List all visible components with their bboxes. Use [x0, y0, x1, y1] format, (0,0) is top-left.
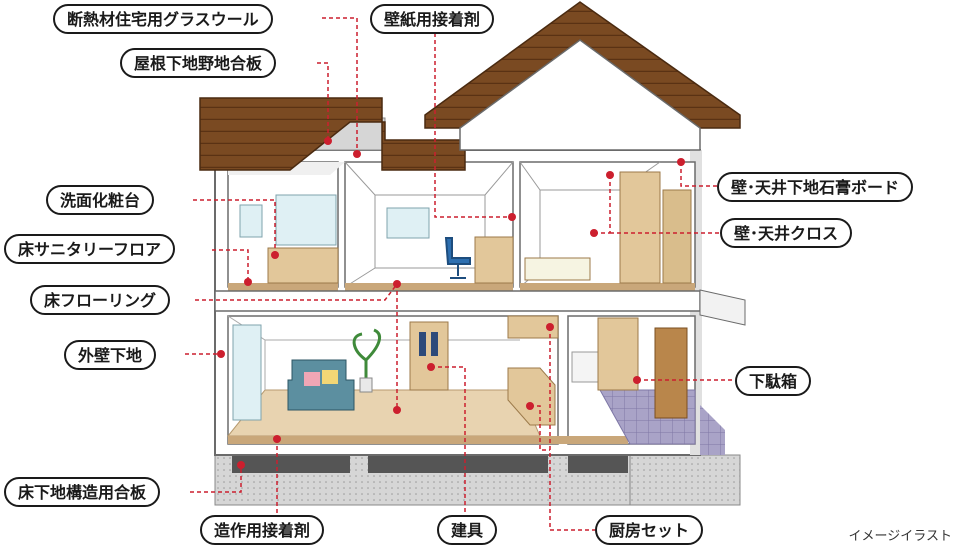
bathroom-window — [239, 204, 263, 238]
vanity-cabinet — [267, 247, 339, 284]
leader-sanitary-floor — [212, 249, 249, 282]
leader-subfloor — [190, 465, 242, 493]
shoe-cabinet — [597, 317, 639, 391]
sliding-window — [232, 324, 262, 421]
foundation-block-2 — [368, 455, 548, 473]
living-perspective — [227, 315, 520, 390]
upper-floor-band-1 — [228, 283, 338, 291]
vanity-mirror — [275, 194, 337, 246]
dot-sanitary-floor — [244, 278, 252, 286]
desk — [474, 236, 514, 284]
label-insulation: 断熱材住宅用グラスウール — [53, 4, 273, 34]
gable-wall — [459, 39, 701, 151]
bed — [524, 257, 591, 281]
closet — [619, 171, 661, 284]
dot-gypsum-board — [677, 158, 685, 166]
dot-exterior-wall — [217, 350, 225, 358]
dot-wallpaper-adhesive — [508, 213, 516, 221]
entrance-step-tile — [700, 405, 725, 455]
dot-kitchen-upper — [546, 323, 554, 331]
label-cloth: 壁･天井クロス — [720, 218, 853, 248]
closet-side — [662, 189, 692, 284]
leader-kitchen — [549, 327, 595, 531]
label-vanity: 洗面化粧台 — [46, 185, 155, 215]
sofa — [287, 359, 355, 411]
door — [409, 321, 449, 391]
dot-cloth — [590, 229, 598, 237]
label-sanitary-floor: 床サニタリーフロア — [4, 234, 176, 264]
living-floor — [226, 389, 541, 437]
label-fittings: 建具 — [437, 515, 498, 545]
dot-insulation — [353, 150, 361, 158]
label-subfloor-plywood: 床下地構造用合板 — [4, 477, 161, 507]
kitchen-wall-cabinet — [507, 315, 559, 339]
stairs — [571, 351, 601, 383]
leader-wallpaper-adhesive — [434, 33, 512, 218]
leader-cloth — [594, 175, 720, 234]
dot-flooring-upper — [393, 280, 401, 288]
label-gypsum-board: 壁･天井下地石膏ボード — [717, 172, 914, 202]
entrance-door — [654, 327, 688, 419]
label-construction-adhesive: 造作用接着剤 — [200, 515, 325, 545]
dot-cloth-2 — [606, 171, 614, 179]
ground-steps — [629, 454, 741, 506]
kitchen-counter — [507, 367, 556, 426]
upper-floor-band-3 — [520, 283, 695, 291]
side-bay — [699, 289, 746, 326]
dot-kitchen-lower — [526, 402, 534, 410]
leader-insulation — [322, 17, 358, 154]
label-kitchen-set: 厨房セット — [595, 515, 704, 545]
leader-gypsum-board — [680, 162, 717, 187]
bedroom-perspective — [344, 161, 514, 288]
dot-roof-sheathing — [324, 137, 332, 145]
dot-subfloor — [237, 461, 245, 469]
label-flooring: 床フローリング — [30, 285, 171, 315]
door-glass-2 — [431, 332, 438, 356]
leader-flooring — [195, 283, 398, 410]
leader-kitchen-2 — [530, 405, 550, 451]
label-shoe-cabinet: 下駄箱 — [735, 366, 812, 396]
label-roof-sheathing: 屋根下地野地合板 — [120, 48, 277, 78]
cushion-yellow — [322, 370, 338, 384]
label-wallpaper-adhesive: 壁紙用接着剤 — [370, 4, 495, 34]
bedroom-window — [386, 207, 430, 239]
leader-roof-sheathing — [317, 62, 329, 141]
lower-floor-band — [228, 436, 628, 444]
door-glass-1 — [419, 332, 426, 356]
dot-shoe-cabinet — [633, 376, 641, 384]
label-exterior-wall-base: 外壁下地 — [64, 340, 157, 370]
dot-fittings — [427, 363, 435, 371]
plant-pot — [359, 377, 373, 393]
dot-flooring-lower — [393, 406, 401, 414]
foundation-block-1 — [232, 455, 350, 473]
dot-vanity — [271, 251, 279, 259]
cushion-pink — [304, 372, 320, 386]
mid-floor-structure — [214, 290, 701, 312]
dot-construction-adhesive — [273, 435, 281, 443]
upper-floor-band-2 — [345, 283, 513, 291]
roof-left — [199, 97, 466, 171]
foundation-block-3 — [568, 455, 628, 473]
desk-chair — [444, 237, 471, 279]
illustration-caption: イメージイラスト — [848, 529, 952, 544]
